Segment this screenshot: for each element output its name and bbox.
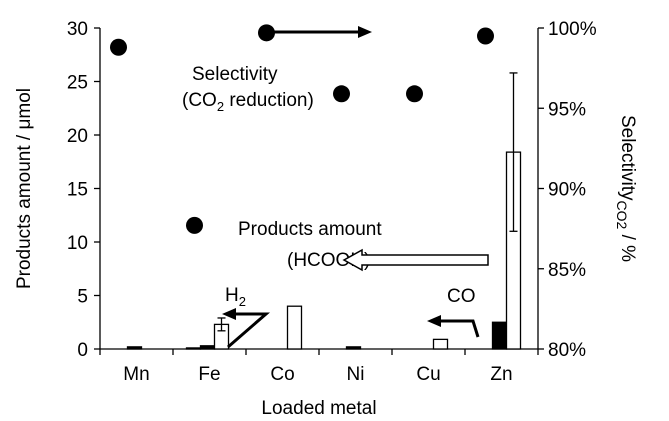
co-arrow-head [427, 315, 441, 327]
selectivity-annotation-line1: Selectivity [192, 64, 278, 85]
h2-arrow-head [222, 308, 236, 320]
selectivity-annotation-line2: (CO2 reduction) [182, 90, 314, 114]
x-tick-label: Co [270, 364, 294, 385]
selectivity-point [186, 216, 203, 234]
y2-tick-label: 85% [548, 260, 586, 281]
products-annotation-line2: (HCOOH) [287, 250, 370, 271]
bar-co [199, 345, 216, 350]
y-tick-label: 30 [67, 19, 88, 40]
y-tick-label: 15 [67, 180, 88, 201]
selectivity-arrow-head [358, 26, 372, 38]
h2-annotation: H2 [225, 285, 246, 309]
y2-axis-title: SelectivityCO2 / % [614, 115, 638, 262]
y-tick-label: 0 [77, 340, 88, 361]
bar-co [345, 346, 362, 350]
y-tick-label: 20 [67, 126, 88, 147]
co-arrow-line [440, 319, 480, 338]
x-axis-title: Loaded metal [261, 398, 376, 419]
y2-tick-label: 100% [548, 19, 597, 40]
bar-co [126, 346, 143, 350]
selectivity-points [110, 24, 494, 234]
bars [126, 72, 522, 350]
annotations: Selectivity (CO2 reduction) Products amo… [182, 64, 476, 309]
bar-hcooh [286, 305, 303, 350]
x-tick-label: Mn [123, 364, 149, 385]
selectivity-point [477, 27, 494, 45]
y-tick-label: 25 [67, 73, 88, 94]
x-tick-label: Fe [198, 364, 220, 385]
products-hollow-arrow [342, 248, 489, 272]
h2-arrow-line [227, 312, 271, 349]
x-tick-label: Zn [490, 364, 512, 385]
x-tick-label: Cu [416, 364, 440, 385]
bar-co [491, 321, 508, 350]
y2-tick-label: 90% [548, 180, 586, 201]
y2-tick-label: 95% [548, 99, 586, 120]
y-tick-label: 5 [77, 287, 88, 308]
y2-tick-label: 80% [548, 340, 586, 361]
axes: 0 5 10 15 20 25 30 80% 85% 90% 95% 100% Mn Fe Co Ni Cu Zn… [14, 19, 638, 419]
co-annotation: CO [447, 286, 476, 307]
bar-hcooh [432, 338, 449, 350]
selectivity-point [406, 85, 423, 103]
arrows [222, 26, 489, 349]
selectivity-point [258, 24, 275, 42]
y-tick-label: 10 [67, 233, 88, 254]
products-annotation-line1: Products amount [238, 219, 382, 240]
selectivity-point [110, 38, 127, 56]
bar-h2 [185, 347, 202, 350]
selectivity-point [333, 85, 350, 103]
y-axis-title: Products amount / μmol [14, 88, 35, 289]
x-tick-label: Ni [347, 364, 365, 385]
